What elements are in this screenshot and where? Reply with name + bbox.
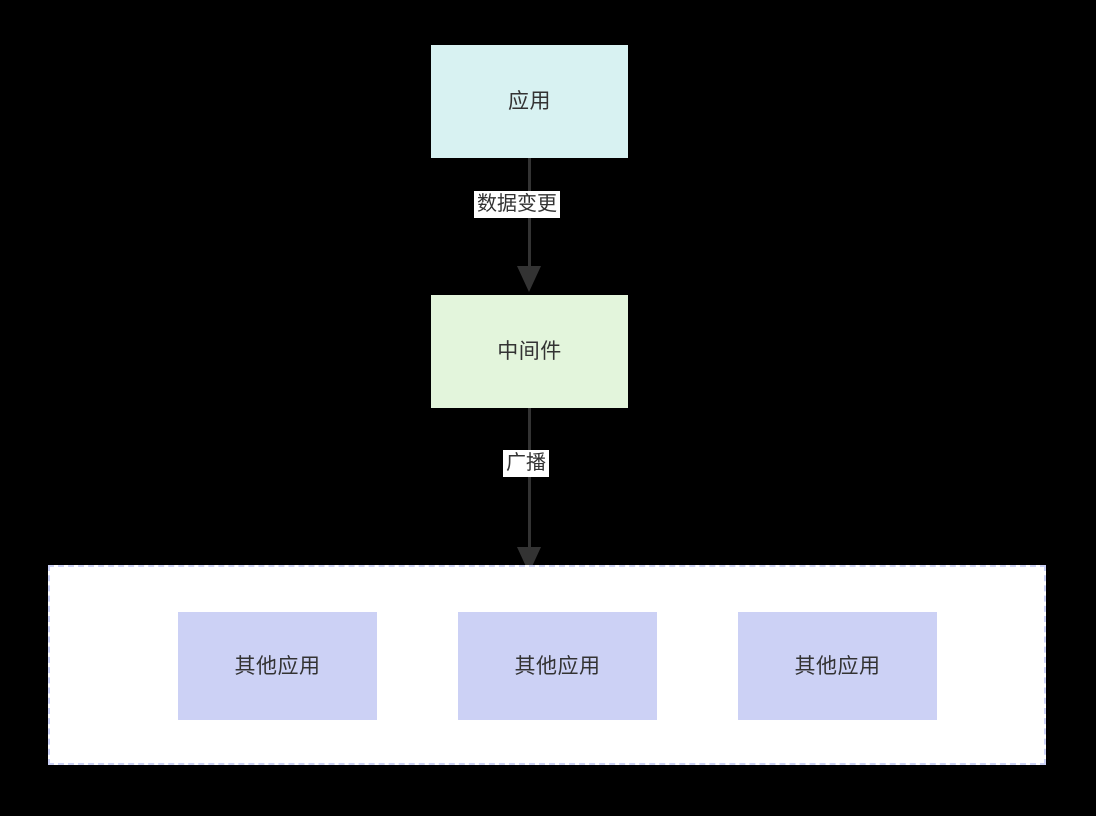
node-middleware[interactable]: 中间件: [431, 295, 628, 408]
node-other-app-3-label: 其他应用: [794, 654, 881, 678]
node-other-app-2-label: 其他应用: [514, 654, 601, 678]
edge-middleware-to-group-line: [528, 408, 531, 553]
node-middleware-label: 中间件: [497, 340, 562, 363]
edge-app-to-middleware-arrowhead-icon: [517, 266, 541, 292]
node-app[interactable]: 应用: [431, 45, 628, 158]
node-other-app-1[interactable]: 其他应用: [178, 612, 377, 720]
edge-app-to-middleware-label: 数据变更: [474, 191, 560, 218]
node-other-app-1-label: 其他应用: [234, 654, 321, 678]
node-other-app-3[interactable]: 其他应用: [738, 612, 937, 720]
node-app-label: 应用: [508, 90, 551, 113]
edge-middleware-to-group-label: 广播: [503, 450, 549, 477]
node-other-app-2[interactable]: 其他应用: [458, 612, 657, 720]
